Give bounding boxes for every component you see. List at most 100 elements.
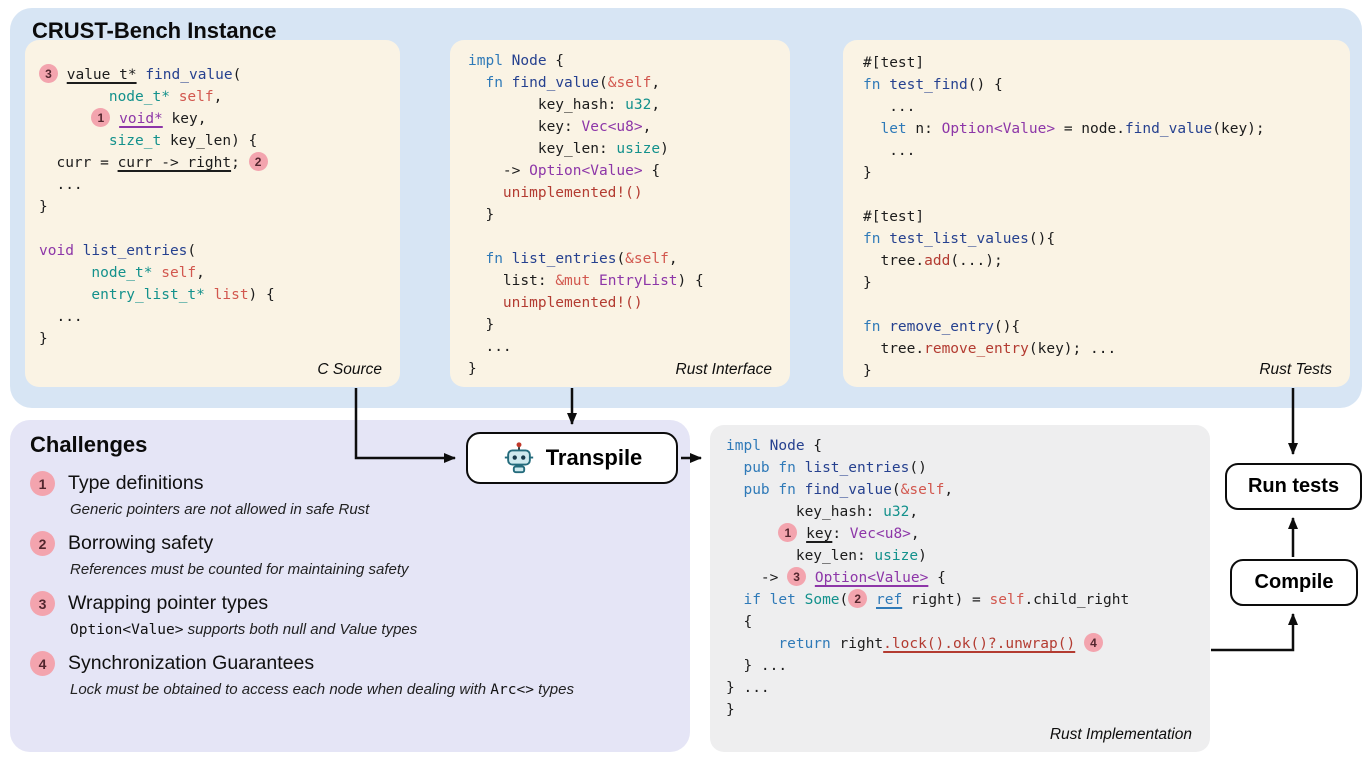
- code-line: }: [863, 275, 872, 291]
- rust-tests-code: #[test] fn test_find() { ... let n: Optio…: [843, 40, 1350, 382]
- challenge-item-2: 2 Borrowing safety: [30, 531, 670, 556]
- code-line: key_hash: u32,: [726, 504, 919, 520]
- challenge-1-desc: Generic pointers are not allowed in safe…: [70, 501, 370, 518]
- code-line: key: Vec<u8>,: [468, 119, 652, 135]
- challenge-1-label: Type definitions: [68, 472, 204, 494]
- rust-interface-code: impl Node { fn find_value(&self, key_has…: [450, 40, 790, 380]
- transpile-button[interactable]: Transpile: [466, 432, 678, 484]
- code-line: key_hash: u32,: [468, 97, 661, 113]
- rust-tests-panel: #[test] fn test_find() { ... let n: Optio…: [843, 40, 1350, 387]
- code-line: node_t* self,: [91, 265, 205, 281]
- code-line: [39, 218, 400, 240]
- challenge-item-3: 3 Wrapping pointer types: [30, 591, 670, 616]
- code-line: 1 key: Vec<u8>,: [726, 523, 1210, 545]
- rust-implementation-code: impl Node { pub fn list_entries() pub fn…: [710, 425, 1210, 721]
- number-badge: 1: [91, 108, 111, 127]
- code-line: }: [863, 165, 872, 181]
- code-line: fn test_list_values(){: [863, 231, 1056, 247]
- code-line: [468, 226, 790, 248]
- number-badge: 2: [848, 589, 868, 608]
- challenge-3-desc: Option<Value> supports both null and Val…: [70, 621, 418, 638]
- code-line: entry_list_t* list) {: [91, 287, 275, 303]
- code-line: ...: [39, 177, 83, 193]
- code-line: [863, 184, 1350, 206]
- challenge-3-badge: 3: [30, 591, 55, 616]
- number-badge: 4: [1083, 633, 1103, 652]
- code-line: #[test]: [863, 55, 925, 71]
- code-line: fn find_value(&self,: [485, 75, 661, 91]
- code-line: ...: [468, 339, 512, 355]
- code-line: return right.lock().ok()?.unwrap() 4: [726, 633, 1210, 655]
- rust-implementation-panel: impl Node { pub fn list_entries() pub fn…: [710, 425, 1210, 752]
- code-line: -> 3 Option<Value> {: [726, 567, 1210, 589]
- rust-tests-label: Rust Tests: [1259, 361, 1332, 378]
- compile-button[interactable]: Compile: [1230, 559, 1358, 606]
- challenge-4-label: Synchronization Guarantees: [68, 652, 315, 674]
- code-line: void list_entries(: [39, 243, 197, 259]
- code-line: tree.add(...);: [863, 253, 1003, 269]
- code-line: key_len: usize): [468, 141, 669, 157]
- code-line: fn test_find() {: [863, 77, 1003, 93]
- run-tests-button[interactable]: Run tests: [1225, 463, 1362, 510]
- code-line: unimplemented!(): [502, 295, 643, 311]
- challenges-title: Challenges: [30, 432, 148, 457]
- c-source-panel: 3 value_t* find_value( node_t* self, 1 v…: [25, 40, 400, 387]
- number-badge: 3: [39, 64, 58, 83]
- challenge-3-label: Wrapping pointer types: [68, 592, 269, 614]
- rust-interface-panel: impl Node { fn find_value(&self, key_has…: [450, 40, 790, 387]
- code-line: 3 value_t* find_value(: [39, 64, 400, 86]
- code-line: }: [468, 317, 495, 333]
- robot-icon: [502, 441, 536, 475]
- code-line: pub fn find_value(&self,: [743, 482, 954, 498]
- code-line: fn list_entries(&self,: [485, 251, 678, 267]
- c-source-code: 3 value_t* find_value( node_t* self, 1 v…: [25, 40, 400, 350]
- number-badge: 3: [787, 567, 807, 586]
- code-line: }: [39, 331, 48, 347]
- code-line: unimplemented!(): [502, 185, 643, 201]
- code-line: tree.remove_entry(key); ...: [863, 341, 1117, 357]
- challenge-2-badge: 2: [30, 531, 55, 556]
- code-line: curr = curr -> right; 2: [39, 152, 400, 174]
- code-line: node_t* self,: [108, 89, 223, 105]
- code-line: }: [726, 702, 735, 718]
- challenge-4-badge: 4: [30, 651, 55, 676]
- challenge-item-4: 4 Synchronization Guarantees: [30, 651, 670, 676]
- number-badge: 1: [778, 523, 798, 542]
- transpile-label: Transpile: [545, 445, 643, 470]
- compile-label: Compile: [1254, 571, 1334, 593]
- code-line: impl Node {: [468, 53, 565, 69]
- code-line: fn remove_entry(){: [863, 319, 1021, 335]
- code-line: }: [39, 199, 48, 215]
- rust-interface-label: Rust Interface: [675, 361, 773, 378]
- code-line: list: &mut EntryList) {: [468, 273, 704, 289]
- code-line: } ...: [726, 680, 770, 696]
- code-line: ...: [39, 309, 83, 325]
- code-line: let n: Option<Value> = node.find_value(k…: [880, 121, 1265, 137]
- challenge-4-desc: Lock must be obtained to access each nod…: [70, 681, 574, 698]
- number-badge: 2: [248, 152, 268, 171]
- challenge-2-desc: References must be counted for maintaini…: [70, 561, 409, 578]
- run-tests-label: Run tests: [1247, 475, 1340, 497]
- code-line: key_len: usize): [726, 548, 927, 564]
- code-line: ...: [863, 99, 916, 115]
- code-line: {: [726, 614, 753, 630]
- code-line: pub fn list_entries(): [743, 460, 927, 476]
- code-line: impl Node {: [726, 438, 823, 454]
- arrow-impl-to-compile: [1211, 613, 1298, 652]
- instance-section-title: CRUST-Bench Instance: [32, 18, 277, 43]
- code-line: }: [468, 361, 477, 377]
- code-line: [863, 294, 1350, 316]
- code-line: if let Some(2 ref right) = self.child_ri…: [726, 589, 1210, 611]
- code-line: }: [468, 207, 495, 223]
- code-line: #[test]: [863, 209, 925, 225]
- challenge-item-1: 1 Type definitions: [30, 471, 670, 496]
- challenge-2-label: Borrowing safety: [68, 532, 214, 554]
- code-line: ...: [863, 143, 916, 159]
- code-line: -> Option<Value> {: [468, 163, 661, 179]
- rust-implementation-label: Rust Implementation: [1049, 726, 1192, 743]
- code-line: } ...: [726, 658, 788, 674]
- code-line: size_t key_len) {: [108, 133, 258, 149]
- code-line: }: [863, 363, 872, 379]
- c-source-label: C Source: [317, 361, 382, 378]
